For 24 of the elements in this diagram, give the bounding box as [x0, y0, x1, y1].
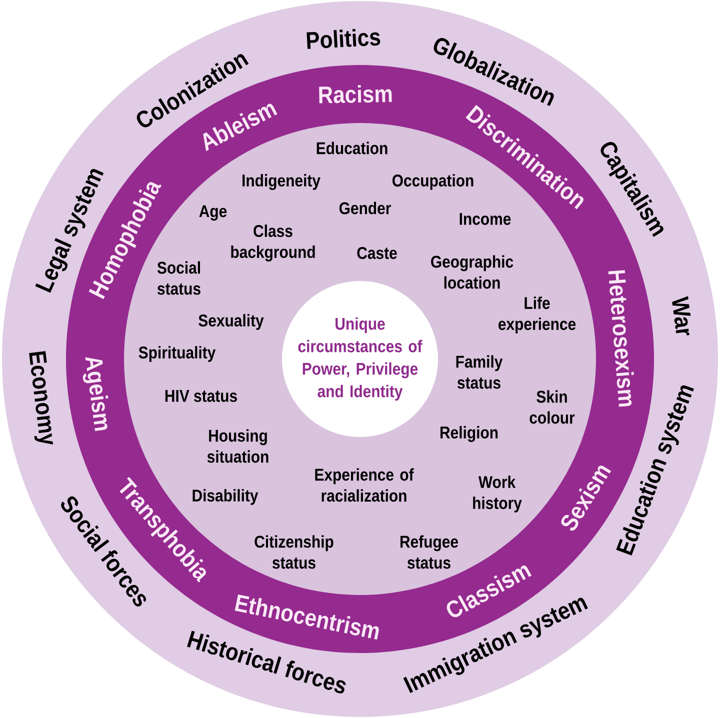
inner-label: Religion [440, 426, 498, 442]
inner-label: Skin colour [530, 390, 575, 424]
inner-label: Experience of racialization [315, 468, 414, 502]
ring-label: Heterosexism [608, 270, 634, 407]
inner-label: Gender [339, 202, 391, 214]
inner-label: Sexuality [198, 314, 264, 330]
inner-label: Age [199, 205, 227, 221]
inner-label: Family status [456, 355, 503, 389]
outer-label: Economy [29, 351, 54, 444]
inner-label: Income [460, 213, 511, 225]
inner-label: Education [316, 142, 388, 154]
inner-label: Class background [231, 224, 315, 262]
inner-label: Housing situation [207, 429, 268, 463]
ring-label: Racism [319, 85, 392, 104]
ring-label: Ageism [82, 357, 108, 432]
outer-label: Politics [306, 28, 380, 49]
inner-label: Caste [357, 246, 397, 260]
inner-label: Life experience [498, 296, 576, 334]
outer-label: War [672, 296, 691, 336]
inner-label: Citizenship status [254, 535, 334, 569]
inner-label: Spirituality [138, 346, 216, 362]
inner-label: Indigeneity [242, 174, 320, 190]
inner-label: Work history [473, 476, 522, 512]
inner-label: HIV status [165, 390, 237, 402]
